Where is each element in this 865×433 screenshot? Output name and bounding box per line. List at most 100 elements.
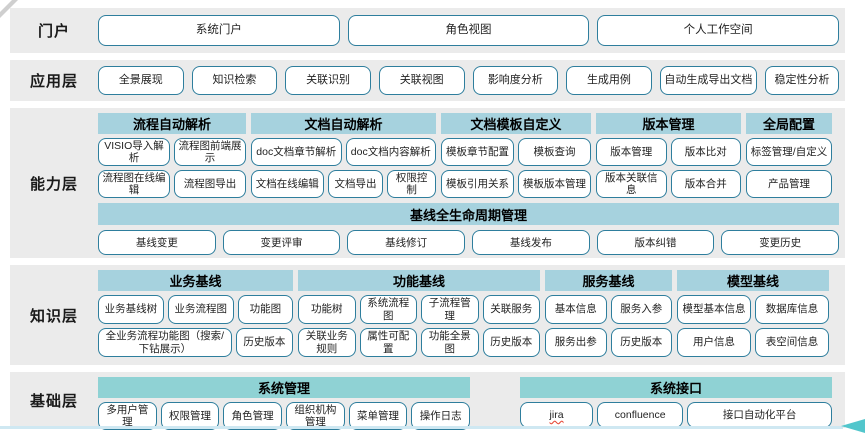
application-button[interactable]: 知识检索 — [191, 66, 278, 95]
capability-button[interactable]: 流程图前端展示 — [174, 138, 246, 167]
capability-button[interactable]: 模板章节配置 — [441, 138, 514, 166]
module-group: 系统管理多用户管理权限管理角色管理组织机构管理菜单管理操作日志 — [98, 377, 471, 431]
group-header: 模型基线 — [677, 270, 829, 291]
capability-baseline-button[interactable]: 基线变更 — [98, 230, 216, 256]
capability-button[interactable]: 产品管理 — [746, 170, 832, 198]
capability-button[interactable]: 版本管理 — [596, 138, 667, 166]
capability-button[interactable]: doc文档内容解析 — [345, 138, 436, 166]
knowledge-button[interactable]: 关联业务规则 — [298, 328, 356, 357]
capability-button[interactable]: 文档在线编辑 — [251, 170, 324, 199]
button-row: 关联业务规则属性可配置功能全景图历史版本 — [298, 328, 540, 357]
layer-label: 应用层 — [29, 73, 78, 90]
capability-button[interactable]: 模板版本管理 — [518, 170, 591, 198]
capability-button[interactable]: 模板引用关系 — [441, 170, 514, 198]
foundation-button[interactable]: confluence — [597, 402, 684, 428]
capability-button[interactable]: doc文档章节解析 — [251, 138, 342, 166]
application-button[interactable]: 关联识别 — [285, 66, 371, 95]
foundation-button[interactable]: 角色管理 — [223, 402, 283, 431]
button-row: 版本关联信息版本合并 — [596, 170, 741, 199]
bottom-flow-line — [0, 426, 843, 429]
knowledge-button[interactable]: 服务出参 — [545, 328, 607, 357]
capability-button[interactable]: 文档导出 — [327, 170, 384, 199]
application-button[interactable]: 全景展现 — [98, 66, 184, 95]
application-button[interactable]: 稳定性分析 — [765, 66, 839, 95]
capability-button[interactable]: 流程图在线编辑 — [98, 170, 170, 199]
capability-baseline-button[interactable]: 变更历史 — [721, 230, 840, 256]
foundation-button[interactable]: 菜单管理 — [348, 402, 408, 431]
knowledge-button[interactable]: 历史版本 — [610, 328, 672, 357]
knowledge-button[interactable]: 子流程管理 — [421, 295, 479, 324]
knowledge-button[interactable]: 历史版本 — [235, 328, 293, 357]
capability-button[interactable]: VISIO导入解析 — [98, 138, 170, 167]
foundation-button[interactable]: 组织机构管理 — [286, 402, 345, 431]
knowledge-button[interactable]: 功能图 — [237, 295, 294, 324]
portal-button[interactable]: 系统门户 — [98, 15, 340, 46]
group-header: 文档自动解析 — [251, 113, 436, 134]
knowledge-button[interactable]: 历史版本 — [482, 328, 540, 357]
group-header: 流程自动解析 — [98, 113, 246, 134]
knowledge-button[interactable]: 表空间信息 — [755, 328, 829, 357]
portal-button[interactable]: 个人工作空间 — [597, 15, 840, 46]
module-group: 业务基线业务基线树业务流程图功能图全业务流程功能图（搜索/下钻展示）历史版本 — [98, 270, 294, 357]
capability-button[interactable]: 模板查询 — [518, 138, 591, 166]
knowledge-button[interactable]: 服务入参 — [610, 295, 672, 324]
capability-button[interactable]: 标签管理/自定义 — [746, 138, 832, 166]
foundation-button[interactable]: 接口自动化平台 — [687, 402, 832, 428]
button-row: 多用户管理权限管理角色管理组织机构管理菜单管理操作日志 — [98, 402, 471, 431]
button-row: 产品管理 — [746, 170, 832, 198]
application-button[interactable]: 生成用例 — [566, 66, 652, 95]
capability-baseline-button[interactable]: 变更评审 — [222, 230, 341, 256]
button-row: 全景展现知识检索关联识别关联视图影响度分析生成用例自动生成导出文档稳定性分析 — [98, 66, 839, 95]
button-row: 模板引用关系模板版本管理 — [441, 170, 591, 198]
foundation-button[interactable]: jira — [520, 402, 594, 428]
button-row: 流程图在线编辑流程图导出 — [98, 170, 246, 199]
application-button[interactable]: 自动生成导出文档 — [659, 66, 758, 95]
module-group: 全局配置标签管理/自定义产品管理 — [746, 113, 832, 198]
knowledge-button[interactable]: 基本信息 — [545, 295, 607, 324]
foundation-button[interactable]: 操作日志 — [411, 402, 471, 431]
capability-button[interactable]: 版本关联信息 — [596, 170, 667, 199]
knowledge-button[interactable]: 模型基本信息 — [677, 295, 751, 324]
button-row: 版本管理版本比对 — [596, 138, 741, 166]
button-row: 文档在线编辑文档导出权限控制 — [251, 170, 436, 199]
knowledge-button[interactable]: 业务流程图 — [167, 295, 234, 324]
foundation-button[interactable]: 权限管理 — [160, 402, 220, 431]
application-button[interactable]: 关联视图 — [378, 66, 465, 95]
capability-button[interactable]: 权限控制 — [387, 170, 436, 199]
foundation-button[interactable]: 多用户管理 — [98, 402, 157, 431]
knowledge-button[interactable]: 数据库信息 — [755, 295, 829, 324]
capability-baseline-button[interactable]: 版本纠错 — [596, 230, 715, 256]
application-button[interactable]: 影响度分析 — [472, 66, 559, 95]
group-header: 系统接口 — [520, 377, 832, 398]
knowledge-button[interactable]: 业务基线树 — [98, 295, 164, 324]
module-group: 功能基线功能树系统流程图子流程管理关联服务关联业务规则属性可配置功能全景图历史版… — [298, 270, 540, 357]
group-header: 系统管理 — [98, 377, 470, 398]
button-row: 模型基本信息数据库信息 — [677, 295, 829, 324]
portal-button[interactable]: 角色视图 — [347, 15, 590, 46]
knowledge-button[interactable]: 功能全景图 — [421, 328, 479, 357]
module-group: 版本管理版本管理版本比对版本关联信息版本合并 — [596, 113, 741, 199]
capability-baseline-button[interactable]: 基线发布 — [472, 230, 590, 256]
capability-button[interactable]: 版本比对 — [670, 138, 741, 166]
group-header: 业务基线 — [98, 270, 293, 291]
knowledge-button[interactable]: 全业务流程功能图（搜索/下钻展示） — [98, 328, 232, 357]
knowledge-button[interactable]: 功能树 — [298, 295, 356, 324]
capability-button[interactable]: 流程图导出 — [174, 170, 246, 199]
capability-baseline-button[interactable]: 基线修订 — [347, 230, 466, 256]
knowledge-button[interactable]: 系统流程图 — [359, 295, 417, 324]
knowledge-button[interactable]: 属性可配置 — [359, 328, 417, 357]
button-row: 系统门户角色视图个人工作空间 — [98, 15, 840, 46]
capability-button[interactable]: 版本合并 — [670, 170, 741, 199]
layer-content: 全景展现知识检索关联识别关联视图影响度分析生成用例自动生成导出文档稳定性分析 — [98, 60, 839, 101]
knowledge-button[interactable]: 关联服务 — [482, 295, 540, 324]
group-header: 全局配置 — [746, 113, 832, 134]
knowledge-button[interactable]: 用户信息 — [677, 328, 751, 357]
group-header: 功能基线 — [298, 270, 540, 291]
layer-label: 基础层 — [29, 392, 78, 410]
